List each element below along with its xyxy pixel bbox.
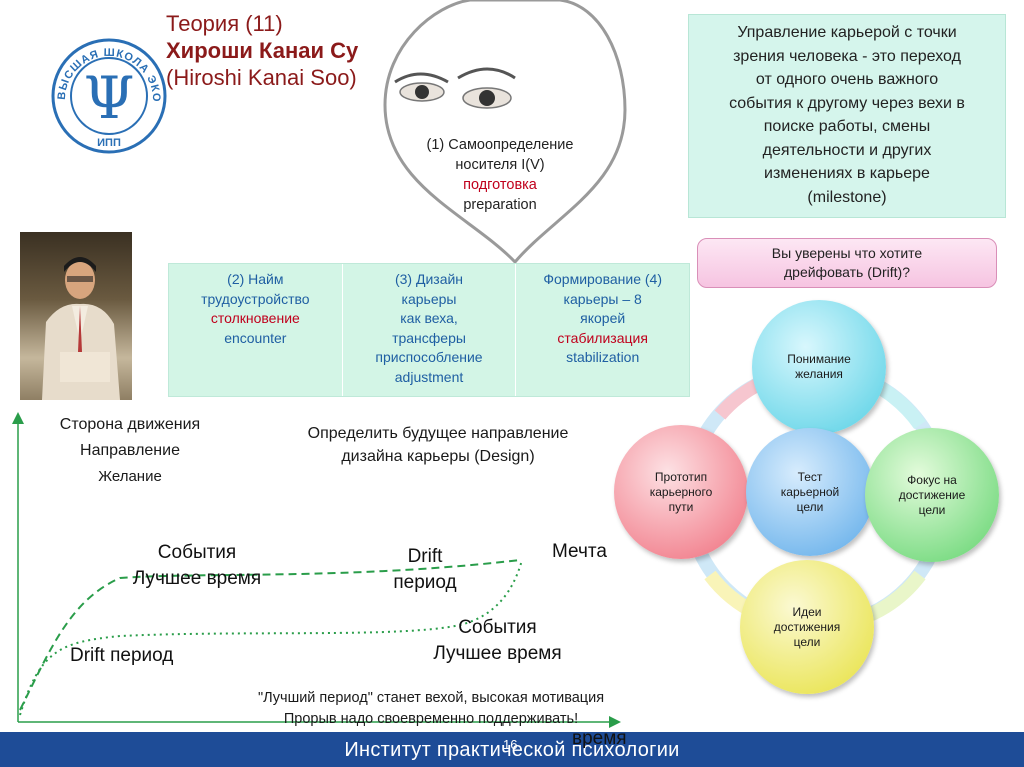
events-bottom-line-2: Лучшее время — [433, 643, 562, 664]
circle-text: желания — [795, 367, 843, 381]
slide-title: Теория (11) Хироши Канаи Су (Hiroshi Kan… — [166, 10, 358, 91]
stage-line: adjustment — [394, 368, 464, 385]
circle-ideas: Идеи достижения цели — [740, 560, 874, 694]
definition-line: события к другому через вехи в — [729, 94, 965, 112]
logo-bottom-text: ИПП — [97, 137, 121, 149]
person-icon — [42, 257, 120, 400]
footer-institute: Институт практической психологии — [344, 739, 680, 761]
stage-line: приспособление — [375, 349, 483, 365]
drift-question-box: Вы уверены что хотите дрейфовать (Drift)… — [697, 238, 997, 288]
design-line-2: дизайна карьеры (Design) — [341, 448, 535, 465]
definition-line: изменениях в карьере — [764, 165, 930, 182]
dream-label: Мечта — [552, 541, 607, 562]
circle-text: карьерной — [780, 484, 840, 499]
circle-text: цели — [796, 499, 824, 514]
footer-bar — [0, 732, 1024, 767]
notes-text: "Лучший период" станет вехой, высокая мо… — [196, 688, 666, 730]
events-top-line-2: Лучшее время — [132, 568, 262, 589]
y-label-2: Направление — [80, 442, 180, 459]
drift-low-label: Drift период — [70, 645, 174, 666]
career-graph — [12, 412, 621, 728]
events-top-label: События Лучшее время — [112, 540, 282, 592]
self-det-line-1: (1) Самоопределение — [426, 137, 574, 153]
circle-text: Идеи — [792, 604, 822, 619]
portrait-photo — [20, 232, 132, 400]
drift-question-line-2: дрейфовать (Drift)? — [784, 264, 910, 280]
hse-logo-icon: ВЫСШАЯ ШКОЛА ЭКОНОМИКИ ИПП Ψ — [45, 27, 167, 154]
circle-text: пути — [668, 499, 694, 514]
circle-test: Тест карьерной цели — [746, 428, 874, 556]
psi-symbol: Ψ — [84, 64, 135, 132]
stage-line: stabilization — [566, 349, 640, 365]
stage-line: Формирование (4) — [543, 271, 662, 287]
circle-text: достижения — [773, 619, 841, 634]
stage-line: стабилизация — [557, 329, 648, 346]
drift-mid-label: Drift период — [380, 544, 470, 596]
drift-question-line-1: Вы уверены что хотите — [771, 245, 923, 261]
drift-mid-line-1: Drift — [407, 546, 443, 567]
stage-line: столкновение — [210, 310, 300, 326]
self-det-line-2: носителя I(V) — [455, 157, 545, 173]
stage-line: якорей — [580, 310, 626, 326]
circle-focus: Фокус на достижение цели — [865, 428, 999, 562]
circle-prototype: Прототип карьерного пути — [614, 425, 748, 559]
eyes-icon — [394, 67, 516, 109]
definition-box: Управление карьерой с точки зрения челов… — [688, 14, 1006, 218]
definition-line: зрения человека - это переход — [733, 47, 961, 65]
events-bottom-label: События Лучшее время — [410, 615, 585, 667]
self-det-line-3: подготовка — [463, 177, 537, 193]
stage-line: трудоустройство — [201, 290, 310, 307]
self-det-line-4: preparation — [463, 197, 537, 213]
title-line-2: Хироши Канаи Су — [166, 38, 359, 63]
definition-line: от одного очень важного — [755, 71, 939, 88]
best-time-curve — [19, 559, 521, 711]
design-text: Определить будущее направление дизайна к… — [268, 422, 608, 468]
note-line-2: Прорыв надо своевременно поддерживать! — [283, 711, 579, 727]
stage-line: карьеры – 8 — [563, 290, 642, 307]
self-determination-text: (1) Самоопределение носителя I(V) подгот… — [400, 135, 600, 215]
title-line-1: Теория (11) — [166, 11, 283, 36]
title-line-3: (Hiroshi Kanai Soo) — [166, 65, 357, 90]
time-axis-label: время — [572, 728, 627, 749]
page-number: 16 — [503, 737, 518, 752]
drift-mid-line-2: период — [393, 572, 457, 593]
circle-text: достижение — [898, 487, 966, 502]
circle-text: Фокус на — [907, 472, 957, 487]
stage-line: как веха, — [400, 310, 458, 326]
drop-shape — [383, 0, 627, 265]
stage-line: (2) Найм — [227, 271, 284, 287]
circle-text: карьерного — [649, 484, 713, 499]
circle-text: Тест — [797, 469, 823, 484]
stage-encounter: (2) Найм трудоустройство столкновение en… — [169, 264, 343, 396]
y-label-1: Сторона движения — [59, 416, 201, 433]
circle-text: цели — [793, 634, 821, 649]
events-bottom-line-1: События — [458, 617, 537, 638]
note-line-1: "Лучший период" станет вехой, высокая мо… — [257, 690, 605, 706]
definition-line: поиске работы, смены — [763, 118, 931, 135]
y-label-3: Желание — [98, 468, 162, 485]
circle-text: цели — [918, 502, 946, 517]
stage-line: (3) Дизайн — [394, 271, 464, 287]
y-axis-labels: Сторона движения Направление Желание — [30, 412, 230, 490]
circle-text: Понимание — [787, 352, 851, 366]
design-line-1: Определить будущее направление — [307, 425, 569, 442]
stage-line: encounter — [224, 329, 287, 346]
stage-adjustment: (3) Дизайн карьеры как веха, трансферы п… — [342, 264, 517, 396]
definition-line: Управление карьерой с точки — [737, 24, 957, 41]
stages-table: (2) Найм трудоустройство столкновение en… — [168, 263, 690, 397]
stage-line: карьеры — [401, 290, 457, 307]
stage-line: трансферы — [392, 329, 466, 346]
definition-line: (milestone) — [807, 188, 887, 206]
definition-line: деятельности и других — [762, 141, 932, 159]
circle-text: Прототип — [654, 469, 708, 484]
drop-outline — [383, 0, 627, 265]
circle-understanding: Понимание желания — [752, 300, 886, 434]
events-top-line-1: События — [157, 542, 237, 563]
stage-stabilization: Формирование (4) карьеры – 8 якорей стаб… — [516, 264, 690, 396]
logo: ВЫСШАЯ ШКОЛА ЭКОНОМИКИ ИПП Ψ — [45, 27, 168, 156]
